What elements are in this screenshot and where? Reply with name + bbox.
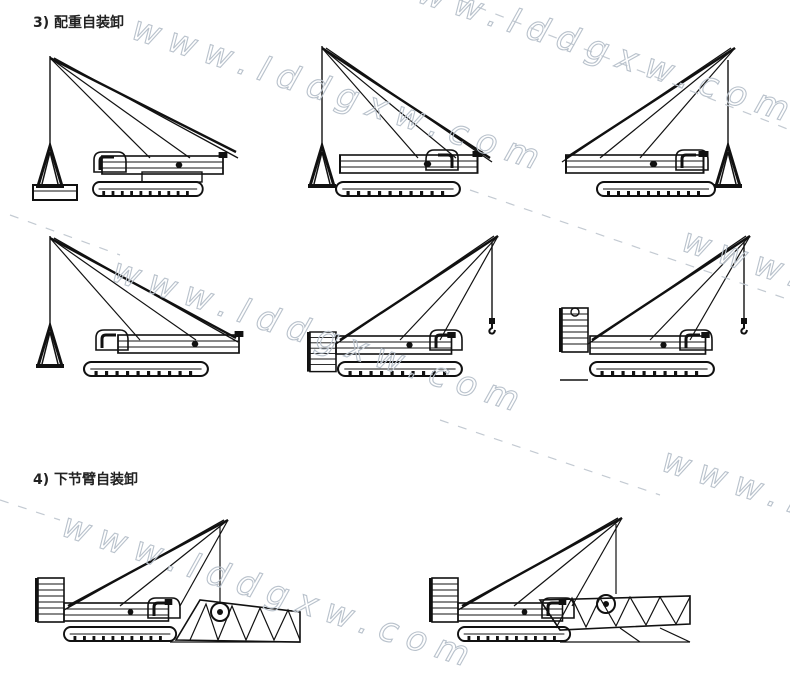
crane-8-lower-boom	[428, 516, 691, 643]
crane-7-lower-boom	[34, 518, 301, 643]
section-heading-counterweight: 3) 配重自装卸	[33, 15, 125, 31]
crane-5	[306, 234, 499, 378]
section-heading-lower-boom: 4) 下节臂自装卸	[33, 472, 139, 488]
crane-4	[34, 236, 245, 378]
crane-3-mirrored	[561, 46, 744, 197]
crane-1-tracks-separate	[32, 56, 239, 201]
crane-2	[306, 46, 493, 198]
crane-6	[558, 234, 751, 381]
